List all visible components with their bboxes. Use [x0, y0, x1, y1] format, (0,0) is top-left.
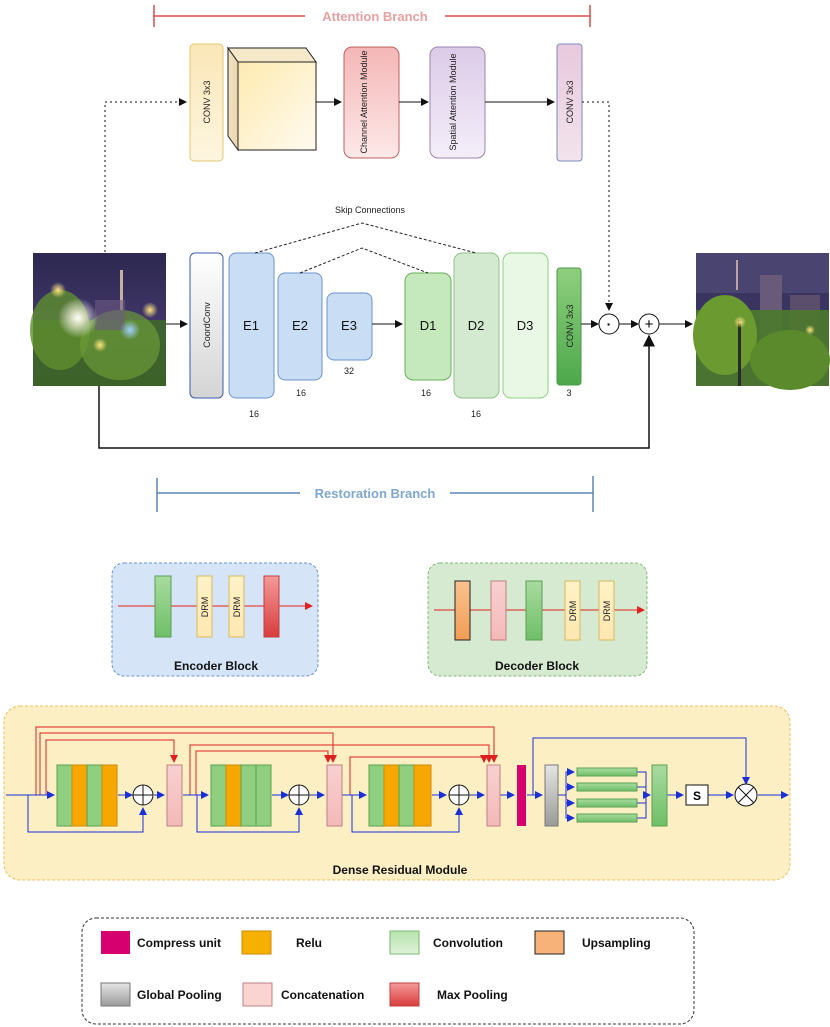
- decoder-drm-2-label: DRM: [602, 601, 612, 622]
- dense-residual-module: S Dense Residual Module: [3, 705, 791, 881]
- legend-compress-swatch: [101, 931, 130, 954]
- legend-max-pooling-swatch: [389, 982, 420, 1007]
- e1-label: E1: [243, 318, 259, 333]
- dot-operator-symbol: ·: [607, 316, 612, 332]
- coordconv-label: CoordConv: [202, 302, 212, 348]
- concat-3: [486, 764, 501, 827]
- d3-label: D3: [517, 318, 534, 333]
- legend-global-pooling-label: Global Pooling: [137, 988, 222, 1002]
- legend-relu-label: Relu: [296, 936, 322, 950]
- legend-compress-label: Compress unit: [137, 936, 221, 950]
- concat-2: [326, 764, 343, 827]
- decoder-block: DRM DRM Decoder Block: [427, 562, 648, 677]
- skip-connections-label: Skip Connections: [335, 205, 406, 215]
- channel-attention-module: [343, 46, 400, 159]
- drm-unit-1: [56, 764, 118, 827]
- encoder-drm-2: [228, 575, 245, 638]
- legend-convolution-swatch: [389, 930, 420, 955]
- legend-convolution-label: Convolution: [433, 936, 503, 950]
- se-fc-layers: [576, 767, 638, 823]
- decoder-drm-1-label: DRM: [568, 601, 578, 622]
- encoder-conv: [154, 575, 172, 638]
- compress-unit: [517, 765, 526, 826]
- encoder-drm-2-label: DRM: [232, 597, 242, 618]
- dense-residual-module-title: Dense Residual Module: [333, 863, 468, 877]
- output-image: [693, 253, 830, 390]
- d1-label: D1: [420, 318, 437, 333]
- legend-relu-swatch: [241, 930, 272, 955]
- encoder-max-pool: [263, 575, 280, 638]
- sigmoid-label: S: [693, 789, 701, 803]
- legend: Compress unit Relu Convolution Upsamplin…: [81, 917, 695, 1025]
- decoder-upsampling: [454, 580, 471, 641]
- se-conv: [651, 764, 668, 827]
- encoder-e1: [228, 252, 275, 399]
- sigmoid-box: [685, 784, 709, 806]
- encoder-e3: [326, 292, 373, 361]
- encoder-drm-1: [196, 575, 213, 638]
- decoder-drm-1: [564, 580, 581, 641]
- legend-upsampling-label: Upsampling: [582, 936, 651, 950]
- input-image: [30, 253, 166, 386]
- channel-attention-label: Channel Attention Module: [359, 50, 369, 153]
- global-residual-connection: [98, 334, 655, 449]
- attention-conv-in: [189, 43, 224, 162]
- plus-operator-symbol: +: [645, 316, 654, 333]
- concat-1: [166, 764, 183, 827]
- drm-unit-2: [210, 764, 272, 827]
- skip-connection-e1-d2: [254, 222, 477, 254]
- global-pooling: [544, 764, 559, 827]
- attention-branch: Attention Branch CONV 3x3 Channel Attent…: [104, 5, 613, 311]
- coordconv-block: [189, 252, 224, 399]
- e2-channels: 16: [296, 388, 306, 398]
- spatial-attention-label: Spatial Attention Module: [448, 53, 458, 150]
- legend-upsampling-swatch: [534, 930, 565, 955]
- skip-connection-e2-d1: [299, 247, 429, 274]
- legend-concatenation-swatch: [242, 982, 273, 1007]
- restoration-conv-out: [556, 267, 582, 386]
- decoder-drm-2: [598, 580, 615, 641]
- d2-label: D2: [468, 318, 485, 333]
- attention-branch-title: Attention Branch: [322, 9, 428, 24]
- e3-channels: 32: [344, 366, 354, 376]
- e2-label: E2: [292, 318, 308, 333]
- legend-max-pooling-label: Max Pooling: [437, 988, 508, 1002]
- attention-conv-in-label: CONV 3x3: [202, 80, 212, 123]
- restoration-conv-out-label: CONV 3x3: [565, 304, 575, 347]
- e1-channels: 16: [249, 409, 259, 419]
- decoder-d3: [502, 252, 549, 399]
- restoration-branch: CoordConv E1 E2 E3 D1 D2 D3 CONV 3x3 16 …: [30, 205, 830, 512]
- encoder-drm-1-label: DRM: [200, 597, 210, 618]
- legend-concatenation-label: Concatenation: [281, 988, 364, 1002]
- encoder-block: DRM DRM Encoder Block: [111, 562, 319, 677]
- decoder-d2: [453, 252, 500, 399]
- decoder-conv: [525, 580, 543, 641]
- e3-label: E3: [341, 318, 357, 333]
- decoder-block-title: Decoder Block: [495, 659, 579, 673]
- feature-volume: [227, 46, 317, 152]
- restoration-branch-title: Restoration Branch: [315, 486, 436, 501]
- d2-channels: 16: [471, 409, 481, 419]
- drm-unit-3: [368, 764, 432, 827]
- attention-conv-out-label: CONV 3x3: [565, 80, 575, 123]
- conv-channels: 3: [566, 388, 571, 398]
- legend-global-pooling-swatch: [100, 982, 131, 1007]
- svg-text:Channel Attention Module: Channel Attention Module: [359, 50, 369, 153]
- decoder-concatenation: [490, 580, 507, 641]
- d1-channels: 16: [421, 388, 431, 398]
- encoder-block-title: Encoder Block: [174, 659, 258, 673]
